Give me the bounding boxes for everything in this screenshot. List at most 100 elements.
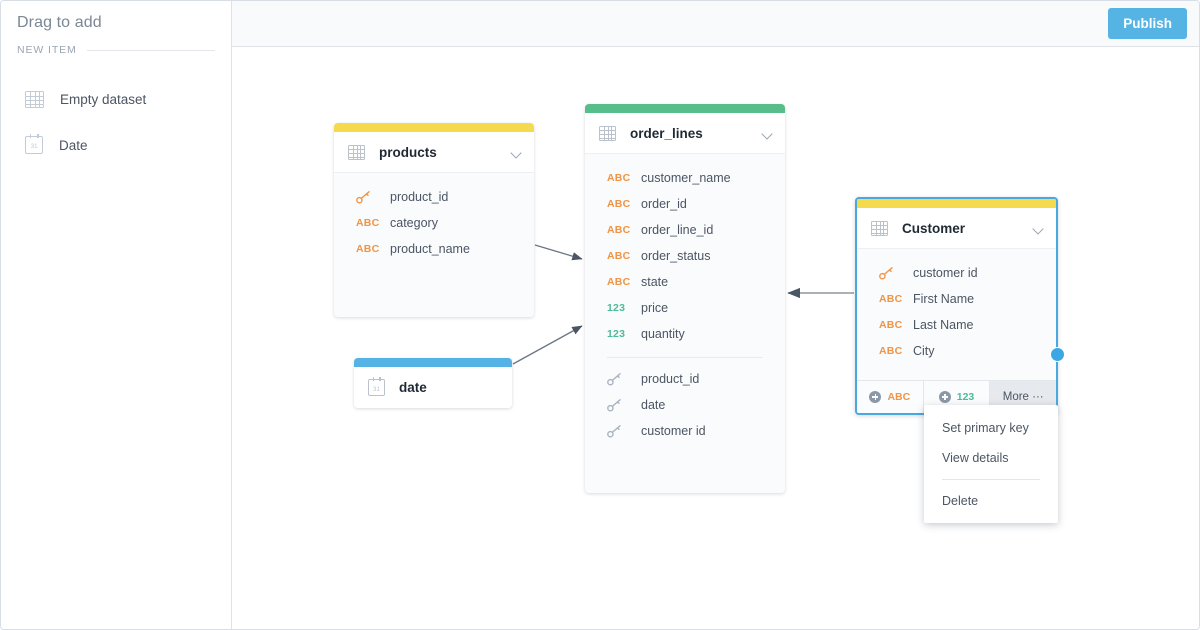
node-title: order_lines xyxy=(630,125,703,141)
node-header[interactable]: products xyxy=(334,132,534,173)
sidebar-section-header: NEW ITEM xyxy=(1,32,231,56)
field-name: product_id xyxy=(641,372,700,386)
field-name: order_id xyxy=(641,197,687,211)
field-row[interactable]: ABC order_id xyxy=(585,191,785,217)
chevron-down-icon[interactable] xyxy=(511,149,522,156)
field-name: product_name xyxy=(390,242,470,256)
menu-item-view-details[interactable]: View details xyxy=(942,451,1009,465)
field-name: First Name xyxy=(913,292,975,306)
node-color-bar xyxy=(354,358,512,367)
node-title: products xyxy=(379,144,437,160)
field-name: category xyxy=(390,216,438,230)
table-node-order-lines[interactable]: order_lines ABC customer_name ABC order_… xyxy=(585,104,785,493)
plus-icon xyxy=(938,391,951,403)
field-row[interactable]: ABC City xyxy=(857,338,1056,364)
field-row[interactable]: ABC Last Name xyxy=(857,312,1056,338)
node-title: date xyxy=(399,380,427,395)
field-name: state xyxy=(641,275,669,289)
field-row[interactable]: ABC order_status xyxy=(585,243,785,269)
field-type-badge: ABC xyxy=(607,172,631,184)
field-type-badge: ABC xyxy=(356,217,380,229)
node-header[interactable]: Customer xyxy=(857,208,1056,249)
connection-handle[interactable] xyxy=(1050,347,1065,362)
field-row[interactable]: product_id xyxy=(585,366,785,392)
key-icon xyxy=(356,190,390,204)
field-name: order_status xyxy=(641,249,711,263)
chevron-down-icon[interactable] xyxy=(1033,225,1044,232)
add-number-column-button[interactable]: 123 xyxy=(924,381,991,413)
field-row[interactable]: ABC state xyxy=(585,269,785,295)
sidebar-section-label: NEW ITEM xyxy=(17,44,77,56)
sidebar-item-label: Empty dataset xyxy=(60,91,147,107)
node-header[interactable]: order_lines xyxy=(585,113,785,154)
field-row[interactable]: customer id xyxy=(857,260,1056,286)
field-name: date xyxy=(641,398,666,412)
table-node-products[interactable]: products product_id ABC category xyxy=(334,123,534,317)
diagram-canvas[interactable]: products product_id ABC category xyxy=(232,47,1199,629)
field-name: Last Name xyxy=(913,318,974,332)
node-color-bar xyxy=(857,199,1056,208)
field-type-badge: ABC xyxy=(879,345,903,357)
field-row[interactable]: 123 quantity xyxy=(585,321,785,347)
table-node-date[interactable]: 31 date xyxy=(354,358,512,408)
field-row[interactable]: ABC customer_name xyxy=(585,165,785,191)
field-name: City xyxy=(913,344,935,358)
edge-date-to-orderlines xyxy=(512,325,583,365)
field-row[interactable]: ABC product_name xyxy=(334,236,534,262)
grid-icon xyxy=(348,144,365,160)
key-icon xyxy=(607,424,641,438)
sidebar: Drag to add NEW ITEM Empty dataset 31 Da… xyxy=(1,1,232,629)
field-row[interactable]: ABC category xyxy=(334,210,534,236)
field-name: customer id xyxy=(913,266,978,280)
field-type-badge: ABC xyxy=(879,319,903,331)
sidebar-title: Drag to add xyxy=(17,14,102,31)
field-row[interactable]: product_id xyxy=(334,184,534,210)
key-icon xyxy=(607,398,641,412)
publish-button[interactable]: Publish xyxy=(1108,8,1187,39)
sidebar-item-label: Date xyxy=(59,137,88,153)
field-name: order_line_id xyxy=(641,223,714,237)
main-pane: Publish products xyxy=(232,1,1199,629)
edge-products-to-orderlines xyxy=(534,244,583,261)
field-type-badge: ABC xyxy=(607,250,631,262)
add-text-column-button[interactable]: ABC xyxy=(857,381,924,413)
add-text-label: ABC xyxy=(887,391,911,403)
calendar-day: 31 xyxy=(373,387,380,393)
field-name: customer_name xyxy=(641,171,731,185)
plus-icon xyxy=(869,391,882,403)
sidebar-item-date[interactable]: 31 Date xyxy=(1,122,231,168)
sidebar-item-empty-dataset[interactable]: Empty dataset xyxy=(1,76,231,122)
field-row[interactable]: ABC First Name xyxy=(857,286,1056,312)
field-type-badge: ABC xyxy=(607,198,631,210)
calendar-icon: 31 xyxy=(368,377,385,396)
field-row[interactable]: date xyxy=(585,392,785,418)
chevron-down-icon[interactable] xyxy=(762,130,773,137)
field-row[interactable]: customer id xyxy=(585,418,785,444)
menu-divider xyxy=(942,479,1040,480)
field-name: quantity xyxy=(641,327,685,341)
field-type-badge: ABC xyxy=(607,276,631,288)
sidebar-item-list: Empty dataset 31 Date xyxy=(1,56,231,168)
field-name: price xyxy=(641,301,669,315)
menu-item-set-primary-key[interactable]: Set primary key xyxy=(942,421,1029,435)
field-name: customer id xyxy=(641,424,706,438)
more-context-menu: Set primary key View details Delete xyxy=(924,405,1058,523)
table-node-customer[interactable]: Customer customer id ABC First Name xyxy=(855,197,1065,415)
calendar-icon: 31 xyxy=(25,134,43,154)
add-number-label: 123 xyxy=(956,391,975,403)
grid-icon xyxy=(871,220,888,236)
node-field-list: product_id ABC category ABC product_name xyxy=(334,173,534,278)
field-name: product_id xyxy=(390,190,449,204)
field-row[interactable]: ABC order_line_id xyxy=(585,217,785,243)
calendar-day: 31 xyxy=(30,143,38,150)
key-icon xyxy=(879,266,913,280)
node-field-list: customer id ABC First Name ABC Last Name… xyxy=(857,249,1056,380)
toolbar: Publish xyxy=(232,1,1199,47)
node-color-bar xyxy=(334,123,534,132)
field-row[interactable]: 123 price xyxy=(585,295,785,321)
field-type-badge: 123 xyxy=(607,328,626,340)
menu-item-delete[interactable]: Delete xyxy=(942,494,979,508)
field-type-badge: ABC xyxy=(607,224,631,236)
node-header[interactable]: 31 date xyxy=(354,367,512,408)
